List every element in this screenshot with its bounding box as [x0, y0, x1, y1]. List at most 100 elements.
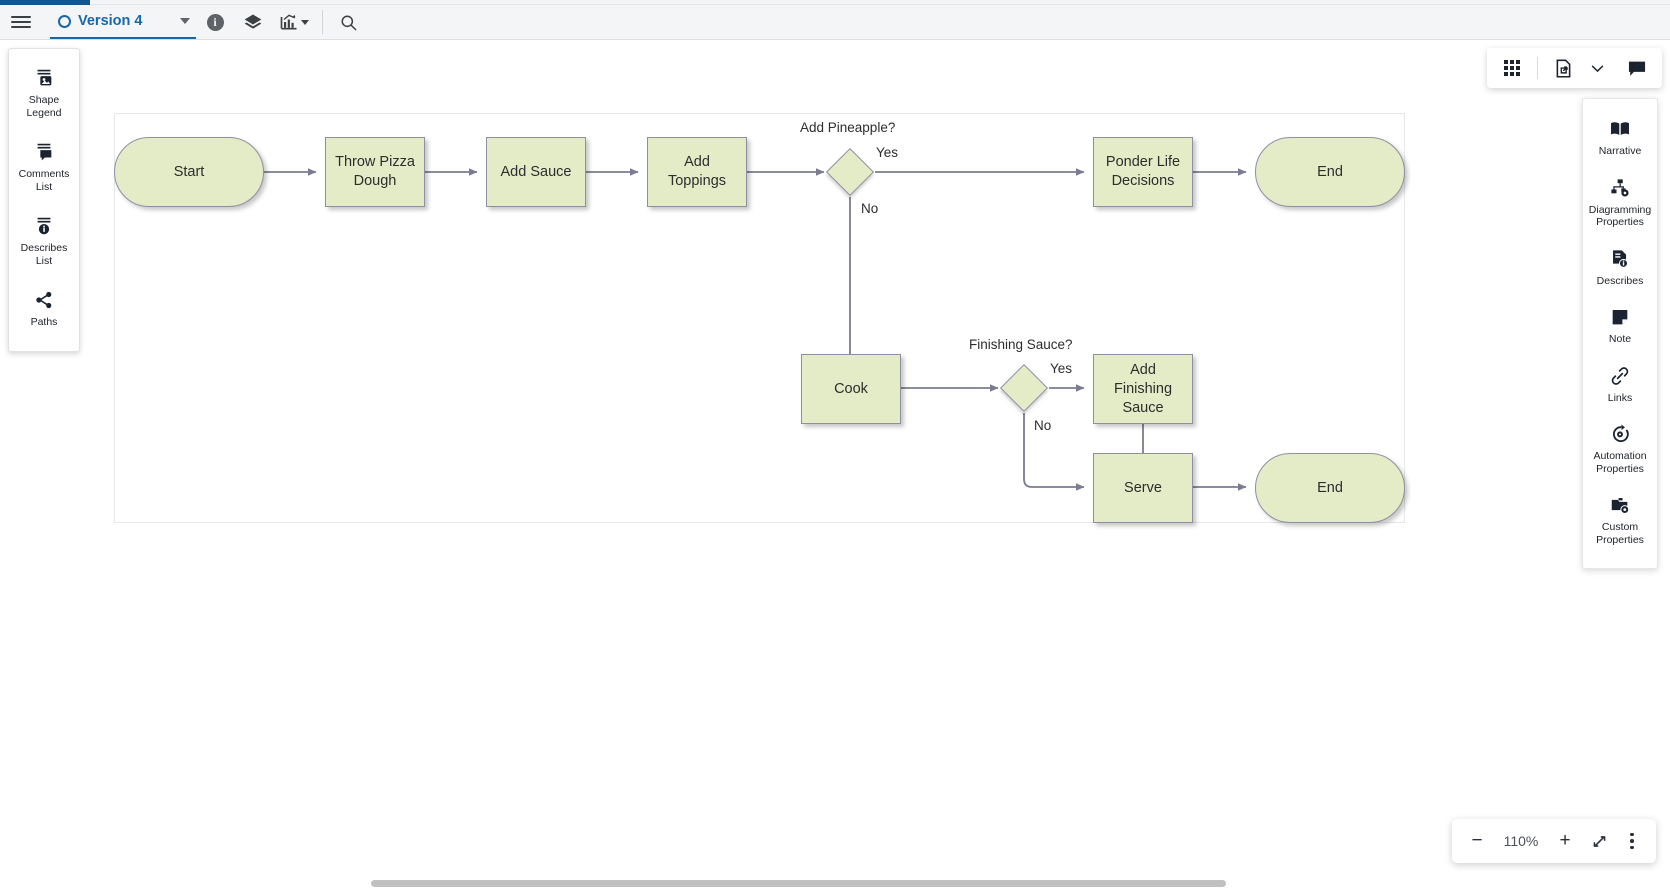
- panel-item-label-line2: Properties: [1596, 533, 1644, 546]
- document-export-icon: [1556, 58, 1570, 78]
- document-tab[interactable]: Version 4: [50, 5, 196, 39]
- node-add-toppings[interactable]: Add Toppings: [647, 137, 747, 207]
- caret-down-icon[interactable]: [180, 18, 190, 24]
- node-end-bottom[interactable]: End: [1255, 453, 1405, 523]
- panel-item-label-line2: Legend: [26, 106, 62, 119]
- node-label-line1: Ponder Life: [1105, 154, 1181, 170]
- node-label: Add Sauce: [500, 163, 572, 180]
- app-grid-icon: [1504, 60, 1520, 76]
- node-label-line2: Dough: [353, 173, 397, 189]
- node-label-line1: Add: [684, 154, 710, 170]
- right-properties-panel: Narrative Diagramming Properties: [1582, 98, 1658, 569]
- diagram-page-frame: [114, 113, 1405, 523]
- chart-button[interactable]: [272, 5, 316, 40]
- document-title: Version 4: [78, 13, 143, 29]
- info-icon: i: [206, 13, 224, 31]
- circle-outline-icon: [58, 14, 71, 28]
- panel-item-comments-list[interactable]: Comments List: [9, 131, 79, 205]
- node-label: End: [1317, 479, 1343, 496]
- comment-button[interactable]: [1622, 53, 1652, 83]
- panel-item-label-line1: Comments: [18, 168, 70, 180]
- fit-to-screen-button[interactable]: [1588, 827, 1610, 855]
- zoom-control: − 110% +: [1452, 819, 1656, 863]
- chevron-down-icon: [1591, 64, 1603, 72]
- panel-item-label-line2: Properties: [1596, 462, 1644, 475]
- custom-properties-icon: [1609, 494, 1631, 516]
- layers-button[interactable]: [234, 5, 272, 40]
- panel-item-label-line1: Note: [1608, 333, 1632, 345]
- panel-item-narrative[interactable]: Narrative: [1583, 109, 1657, 168]
- panel-item-note[interactable]: Note: [1583, 297, 1657, 356]
- panel-item-shape-legend[interactable]: Shape Legend: [9, 57, 79, 131]
- horizontal-scrollbar-thumb[interactable]: [371, 880, 1226, 887]
- hamburger-menu-button[interactable]: [0, 5, 42, 40]
- panel-item-diagramming-properties[interactable]: Diagramming Properties: [1583, 168, 1657, 239]
- info-button[interactable]: i: [196, 5, 234, 40]
- header-divider: [322, 10, 323, 34]
- panel-item-label-line1: Describes: [1596, 274, 1644, 287]
- panel-item-describes-list[interactable]: Describes List: [9, 205, 79, 279]
- document-export-button[interactable]: [1548, 53, 1578, 83]
- chart-caret-down-icon[interactable]: [301, 19, 309, 25]
- panel-item-automation-properties[interactable]: Automation Properties: [1583, 414, 1657, 485]
- panel-item-describes[interactable]: Describes: [1583, 239, 1657, 298]
- node-label-line1: Throw Pizza: [335, 154, 415, 170]
- node-ponder-life-decisions[interactable]: Ponder Life Decisions: [1093, 137, 1193, 207]
- node-cook[interactable]: Cook: [801, 354, 901, 424]
- horizontal-scrollbar-track[interactable]: [0, 877, 1670, 891]
- panel-item-label-line2: List: [35, 180, 53, 193]
- node-label-line2: Toppings: [667, 173, 727, 189]
- note-icon: [1609, 306, 1631, 328]
- node-add-finishing-sauce[interactable]: Add Finishing Sauce: [1093, 354, 1193, 424]
- node-end-top[interactable]: End: [1255, 137, 1405, 207]
- comments-list-icon: [33, 141, 55, 163]
- panel-item-label-line1: Describes: [20, 242, 68, 254]
- right-toolbar: [1487, 48, 1662, 88]
- automation-properties-icon: [1609, 423, 1631, 445]
- node-label: Start: [173, 163, 205, 180]
- app-grid-button[interactable]: [1497, 53, 1527, 83]
- zoom-level-label: 110%: [1503, 833, 1539, 849]
- node-label: Cook: [834, 380, 868, 397]
- zoom-out-button[interactable]: −: [1471, 830, 1483, 851]
- book-icon: [1609, 118, 1631, 140]
- paths-icon: [33, 289, 55, 311]
- zoom-more-options-button[interactable]: [1622, 832, 1642, 850]
- node-label-line2: Finishing: [1113, 380, 1173, 397]
- decision-title-finishing-sauce: Finishing Sauce?: [969, 337, 1073, 352]
- shape-legend-icon: [33, 67, 55, 89]
- panel-item-label-line1: Narrative: [1598, 145, 1642, 157]
- describes-icon: [1609, 248, 1631, 270]
- export-options-chevron-button[interactable]: [1582, 53, 1612, 83]
- app-header: Version 4 i: [0, 5, 1670, 40]
- node-start[interactable]: Start: [114, 137, 264, 207]
- panel-item-label-line1: Shape: [28, 94, 60, 106]
- panel-item-custom-properties[interactable]: Custom Properties: [1583, 485, 1657, 556]
- edge-label-finsauce-yes: Yes: [1050, 361, 1073, 376]
- search-icon: [340, 14, 356, 30]
- chart-icon: [280, 14, 297, 30]
- search-button[interactable]: [329, 5, 367, 40]
- diagram-canvas[interactable]: Start Throw Pizza Dough Add Sauce Add To…: [0, 41, 1670, 861]
- panel-item-label-line1: Diagramming: [1588, 203, 1652, 216]
- comment-bubble-icon: [1628, 61, 1646, 76]
- left-tools-panel: Shape Legend Comments List: [8, 48, 80, 352]
- panel-item-paths[interactable]: Paths: [9, 279, 79, 341]
- decision-title-add-pineapple: Add Pineapple?: [800, 120, 896, 135]
- node-label: End: [1317, 163, 1343, 180]
- node-label-line2: Decisions: [1111, 173, 1175, 189]
- panel-item-links[interactable]: Links: [1583, 356, 1657, 415]
- describes-list-icon: [33, 215, 55, 237]
- toolbar-divider: [1537, 57, 1538, 79]
- node-label: Serve: [1124, 479, 1162, 496]
- zoom-in-button[interactable]: +: [1559, 830, 1571, 851]
- panel-item-label-line1: Paths: [30, 316, 58, 328]
- panel-item-label-line1: Links: [1607, 391, 1633, 404]
- active-tab-indicator: [0, 0, 90, 5]
- node-serve[interactable]: Serve: [1093, 453, 1193, 523]
- edge-label-pineapple-yes: Yes: [876, 145, 899, 160]
- node-throw-pizza-dough[interactable]: Throw Pizza Dough: [325, 137, 425, 207]
- expand-diagonal-icon: [1593, 835, 1605, 847]
- node-add-sauce[interactable]: Add Sauce: [486, 137, 586, 207]
- edge-label-pineapple-no: No: [861, 201, 879, 216]
